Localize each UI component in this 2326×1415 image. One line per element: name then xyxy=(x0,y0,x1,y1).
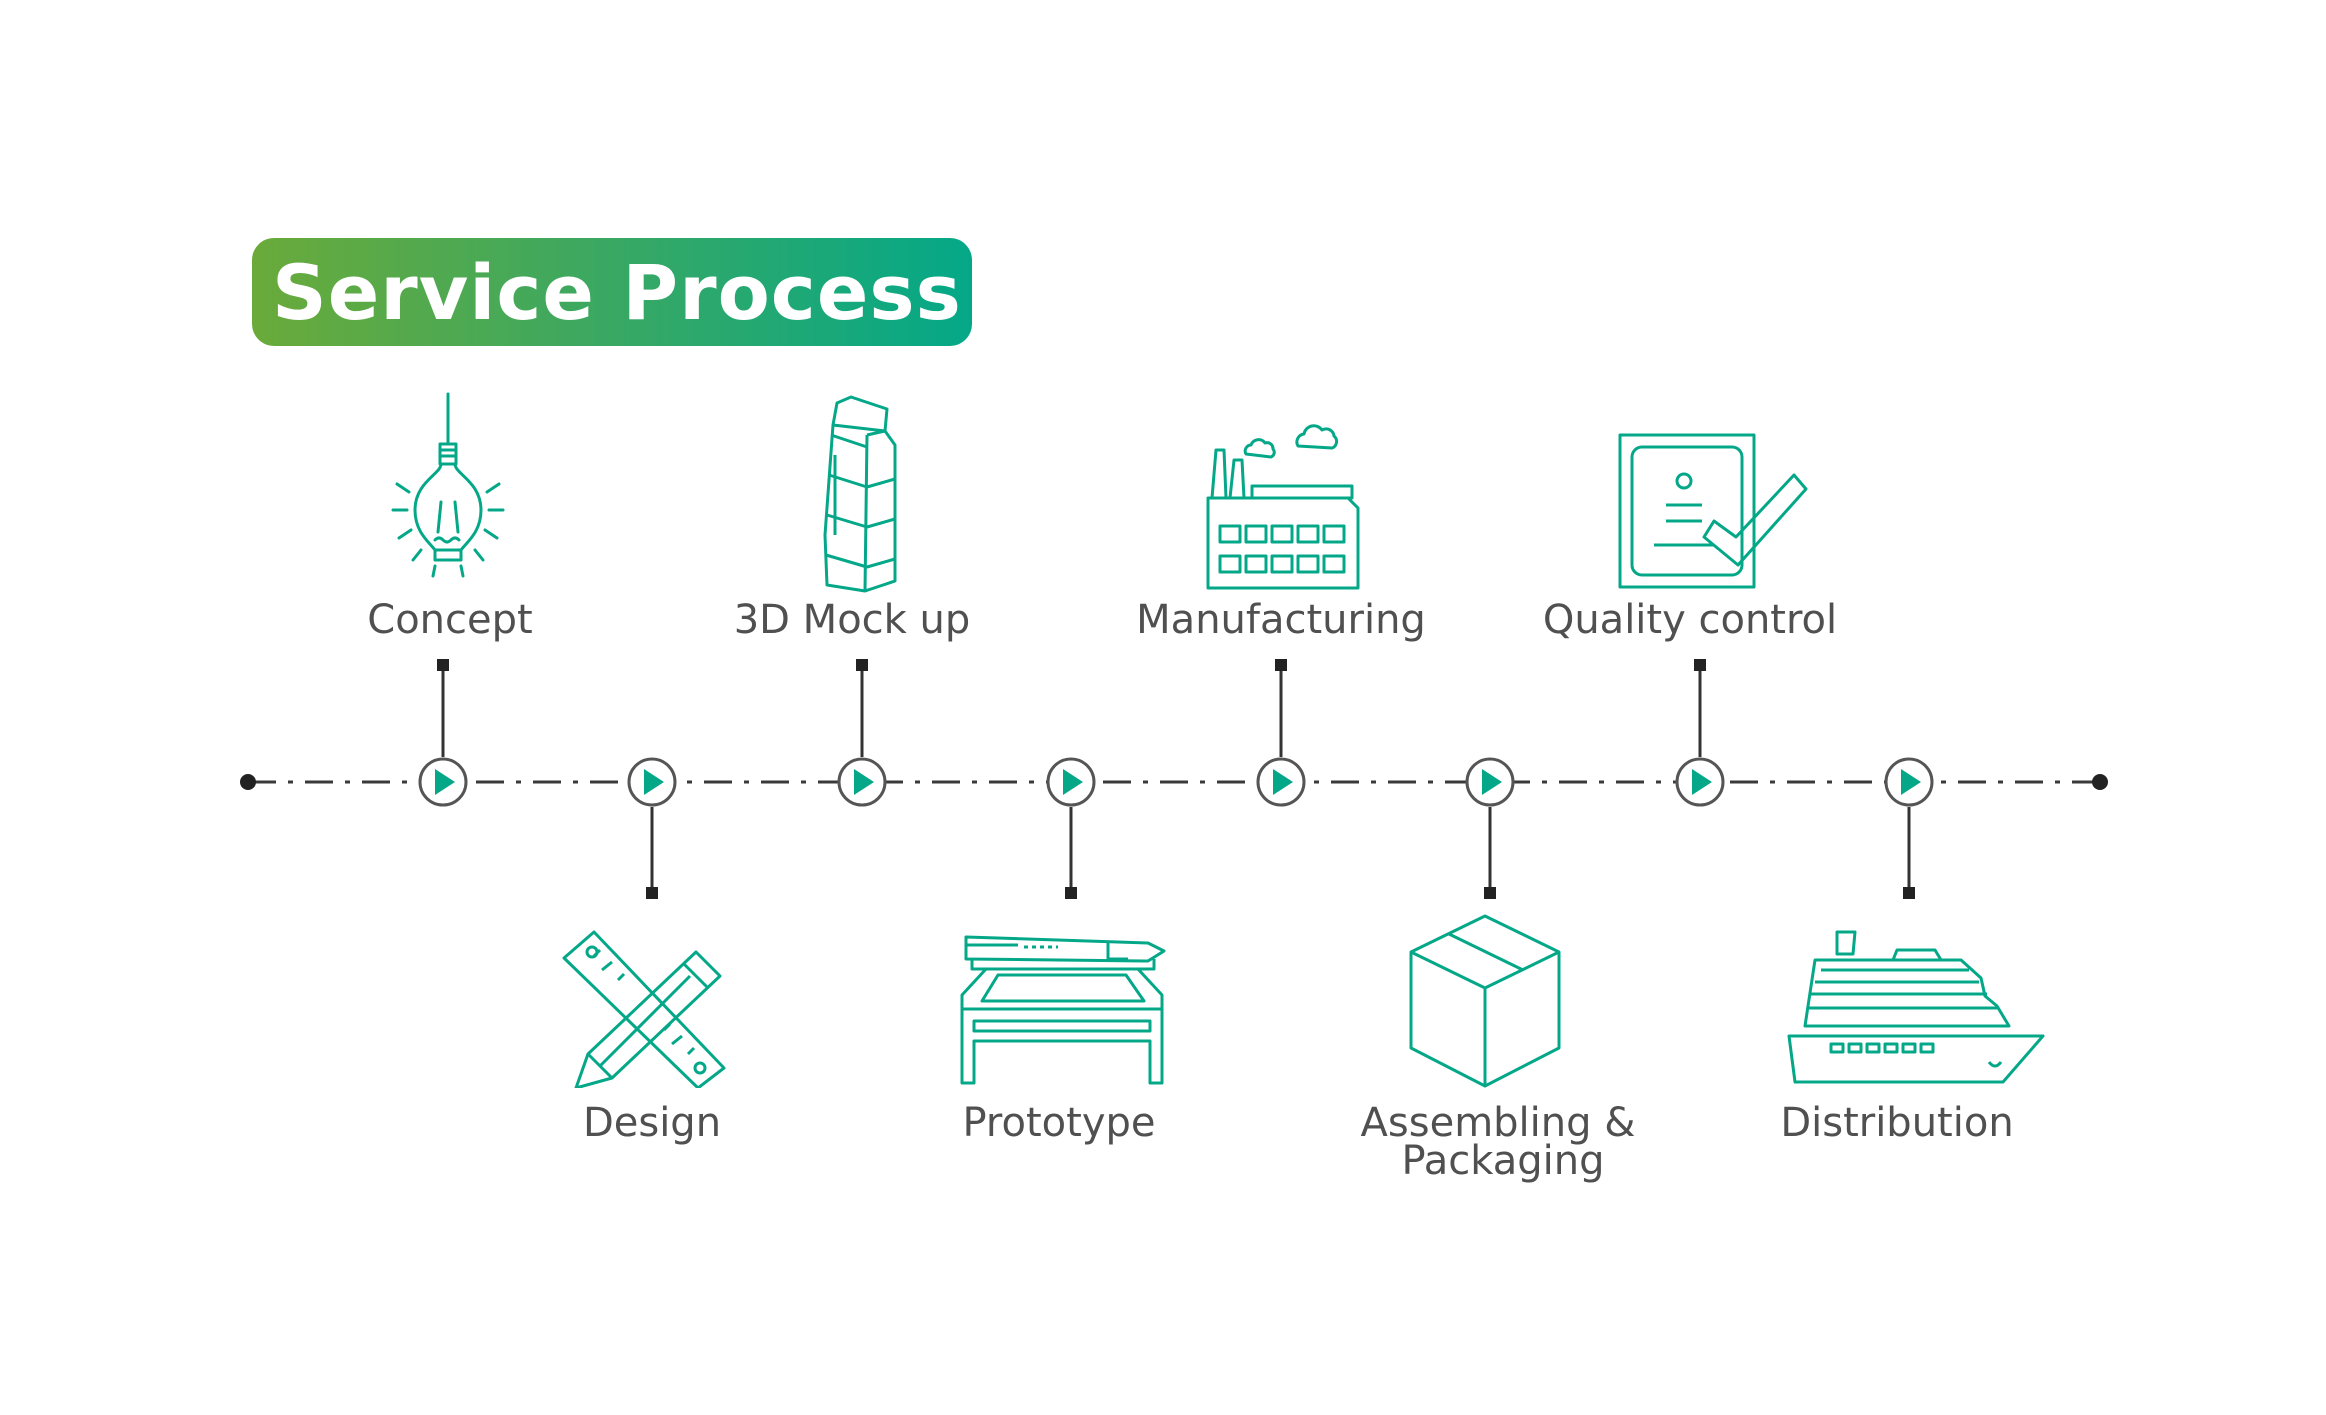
flatbed-printer-icon xyxy=(960,935,1166,1085)
node-assembling xyxy=(1465,757,1515,807)
ruler-pencil-icon xyxy=(562,930,726,1088)
timeline-start-dot xyxy=(240,774,256,790)
page-title: Service Process xyxy=(272,247,962,337)
step-label-distribution: Distribution xyxy=(1780,1100,2014,1146)
step-label-design: Design xyxy=(582,1100,722,1146)
light-bulb-icon xyxy=(391,392,505,578)
connector-concept xyxy=(437,659,449,757)
node-3d-mock-up xyxy=(837,757,887,807)
step-label-manufacturing: Manufacturing xyxy=(1136,597,1426,643)
connector-prototype xyxy=(1065,807,1077,899)
step-label-concept: Concept xyxy=(367,597,533,643)
connector-quality-control xyxy=(1694,659,1706,757)
step-label-assembling-packaging: Assembling & Packaging xyxy=(1313,1103,1693,1181)
connector-3d-mock-up xyxy=(856,659,868,757)
factory-icon xyxy=(1206,424,1360,590)
box-icon xyxy=(1409,914,1561,1088)
node-manufacturing xyxy=(1256,757,1306,807)
step-label-assembling-line2: Packaging xyxy=(1401,1138,1605,1184)
step-label-prototype: Prototype xyxy=(962,1100,1156,1146)
node-design xyxy=(627,757,677,807)
node-concept xyxy=(418,757,468,807)
certificate-check-icon xyxy=(1618,433,1808,589)
step-label-3d-mock-up: 3D Mock up xyxy=(733,597,971,643)
node-quality-control xyxy=(1675,757,1725,807)
timeline-end-dot xyxy=(2092,774,2108,790)
cruise-ship-icon xyxy=(1787,930,2045,1084)
connector-assembling xyxy=(1484,807,1496,899)
connector-manufacturing xyxy=(1275,659,1287,757)
connector-distribution xyxy=(1903,807,1915,899)
title-badge: Service Process xyxy=(252,238,972,346)
display-stand-icon xyxy=(823,395,897,593)
connector-design xyxy=(646,807,658,899)
step-label-quality-control: Quality control xyxy=(1542,597,1838,643)
node-prototype xyxy=(1046,757,1096,807)
node-distribution xyxy=(1884,757,1934,807)
step-label-assembling-line1: Assembling & xyxy=(1360,1100,1636,1146)
